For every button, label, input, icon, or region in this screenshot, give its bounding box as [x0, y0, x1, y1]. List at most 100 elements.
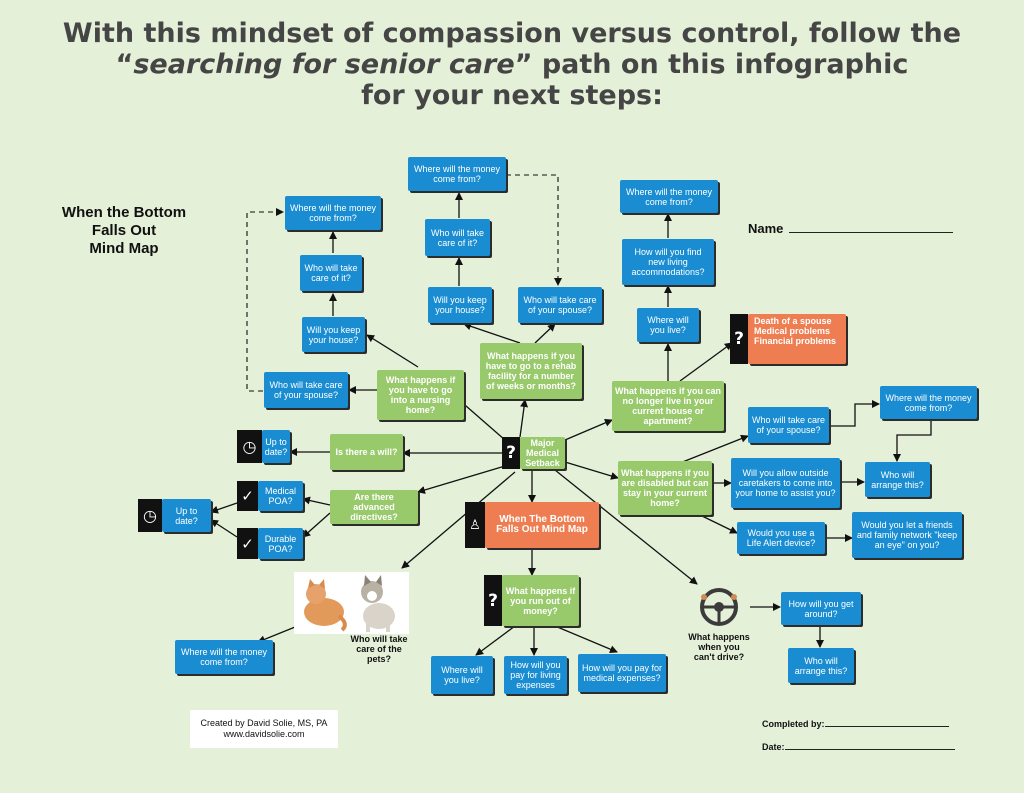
- durable-poa-box[interactable]: Durable POA?: [258, 528, 303, 559]
- rehab-question[interactable]: What happens if you have to go to a reha…: [480, 343, 582, 399]
- dashed-link-nursing: [246, 208, 284, 392]
- link-moneyout-live: [475, 625, 516, 656]
- name-label: Name: [748, 221, 784, 236]
- headline-line-2-rest: ” path on this infographic: [514, 49, 909, 80]
- dashed-link-rehab: [506, 174, 562, 286]
- question-icon: ?: [502, 437, 520, 469]
- cat-dog-icon: [304, 575, 395, 632]
- link-center-disabled: [564, 461, 619, 480]
- credit-author: Created by David Solie, MS, PA: [200, 718, 328, 728]
- completed-by-line[interactable]: [824, 716, 949, 727]
- headline-line-2: “searching for senior care” path on this…: [0, 49, 1024, 80]
- pets-money-box[interactable]: Where will the money come from?: [175, 640, 273, 674]
- link-directives-durable: [302, 512, 331, 538]
- link-moneyout-medical: [554, 625, 618, 653]
- link-rehab-house: [463, 322, 521, 344]
- life-alert-box[interactable]: Would you use a Life Alert device?: [737, 522, 825, 554]
- link-pets-money: [257, 624, 301, 644]
- nolive-find-accommodations-box[interactable]: How will you find new living accommodati…: [622, 239, 714, 285]
- trigger-financial-problems: Financial problems: [754, 336, 837, 346]
- link-money-arrange-right: [893, 412, 935, 462]
- nursing-house-box[interactable]: Will you keep your house?: [302, 317, 365, 352]
- name-blank-line[interactable]: [789, 220, 954, 233]
- headline-emphasis: searching for senior care: [133, 49, 515, 80]
- pets-photo: [294, 572, 409, 634]
- medical-poa-box[interactable]: Medical POA?: [258, 481, 303, 511]
- disabled-spouse-box[interactable]: Who will take care of your spouse?: [748, 407, 829, 443]
- date-field: Date:: [762, 739, 955, 752]
- pets-label: Who will take care of the pets?: [350, 634, 408, 664]
- credit-website[interactable]: www.davidsolie.com: [223, 729, 305, 739]
- directives-uptodate-box[interactable]: Up to date?: [162, 499, 211, 532]
- link-disabled-alert: [699, 514, 738, 534]
- family-network-box[interactable]: Would you let a friends and family netwo…: [852, 512, 962, 558]
- nolive-money-box[interactable]: Where will the money come from?: [620, 180, 718, 213]
- completed-by-field: Completed by:: [762, 716, 949, 729]
- link-nursing-house: [366, 334, 419, 368]
- drive-label: What happens when you can't drive?: [688, 632, 750, 662]
- link-center-pets: [401, 471, 516, 569]
- no-longer-live-question[interactable]: What happens if you can no longer live i…: [612, 381, 724, 431]
- clock-icon: ◷: [138, 499, 162, 532]
- headline-line-3: for your next steps:: [361, 80, 663, 111]
- rehab-care-box[interactable]: Who will take care of it?: [425, 219, 490, 256]
- nursing-care-box[interactable]: Who will take care of it?: [300, 255, 362, 291]
- trigger-medical-problems: Medical problems: [754, 326, 831, 336]
- get-around-box[interactable]: How will you get around?: [781, 592, 861, 625]
- major-medical-setback-box[interactable]: Major Medical Setback: [520, 437, 565, 469]
- link-directives-medical: [302, 496, 331, 506]
- link-center-rehab: [519, 399, 529, 438]
- link-disabled-spouse: [679, 434, 749, 464]
- disabled-question[interactable]: What happens if you are disabled but can…: [618, 461, 712, 515]
- link-durable-uptodate: [210, 519, 238, 538]
- question-icon: ?: [484, 575, 502, 626]
- will-question[interactable]: Is there a will?: [330, 434, 403, 470]
- nursing-spouse-box[interactable]: Who will take care of your spouse?: [264, 372, 348, 408]
- lightbulb-icon: ♙: [465, 502, 485, 548]
- disabled-caretakers-box[interactable]: Will you allow outside caretakers to com…: [731, 458, 840, 508]
- clock-icon: ◷: [237, 430, 262, 463]
- map-title-line-1: When the Bottom: [61, 204, 187, 221]
- link-medical-uptodate: [210, 502, 238, 514]
- map-title: When the Bottom Falls Out Mind Map: [40, 204, 208, 258]
- credit-box: Created by David Solie, MS, PA www.david…: [190, 710, 338, 748]
- link-spouse-money-right: [822, 400, 880, 430]
- question-icon: ?: [730, 314, 748, 364]
- map-title-line-2: Falls Out: [91, 222, 157, 239]
- link-nolive-death: [679, 342, 733, 382]
- check-icon: ✓: [237, 528, 258, 559]
- disabled-arrange-box[interactable]: Who will arrange this?: [865, 462, 930, 497]
- check-icon: ✓: [237, 481, 258, 511]
- directives-question[interactable]: Are there advanced directives?: [330, 490, 418, 524]
- trigger-events-box: Death of a spouse Medical problems Finan…: [748, 314, 846, 364]
- will-uptodate-box[interactable]: Up to date?: [262, 430, 290, 463]
- medical-expenses-box[interactable]: How will you pay for medical expenses?: [578, 654, 666, 692]
- disabled-money-box[interactable]: Where will the money come from?: [880, 386, 977, 419]
- trigger-death-spouse: Death of a spouse: [754, 316, 832, 326]
- living-expenses-box[interactable]: How will you pay for living expenses: [504, 656, 567, 694]
- link-center-directives: [417, 465, 506, 494]
- headline-quote-open: “: [115, 49, 134, 80]
- moneyout-live-box[interactable]: Where will you live?: [431, 656, 493, 694]
- date-label: Date:: [762, 742, 785, 752]
- link-rehab-spouse: [534, 323, 556, 344]
- link-center-nolive: [564, 419, 613, 441]
- rehab-spouse-box[interactable]: Who will take care of your spouse?: [518, 287, 602, 323]
- name-field: Name: [748, 220, 954, 236]
- rehab-house-box[interactable]: Will you keep your house?: [428, 287, 492, 323]
- run-out-money-question[interactable]: What happens if you run out of money?: [502, 575, 579, 626]
- link-center-drive: [554, 469, 698, 585]
- drive-arrange-box[interactable]: Who will arrange this?: [788, 648, 854, 683]
- date-line[interactable]: [784, 739, 955, 750]
- headline: With this mindset of compassion versus c…: [0, 18, 1024, 111]
- nolive-where-live-box[interactable]: Where will you live?: [637, 308, 699, 342]
- headline-line-1: With this mindset of compassion versus c…: [62, 18, 962, 49]
- nursing-home-question[interactable]: What happens if you have to go into a nu…: [377, 370, 464, 420]
- steering-wheel-icon: [690, 586, 748, 628]
- map-title-line-3: Mind Map: [89, 240, 159, 257]
- center-mindmap-box[interactable]: When The Bottom Falls Out Mind Map: [485, 502, 599, 548]
- completed-by-label: Completed by:: [762, 719, 825, 729]
- rehab-money-box[interactable]: Where will the money come from?: [408, 157, 506, 191]
- nursing-money-box[interactable]: Where will the money come from?: [285, 196, 381, 230]
